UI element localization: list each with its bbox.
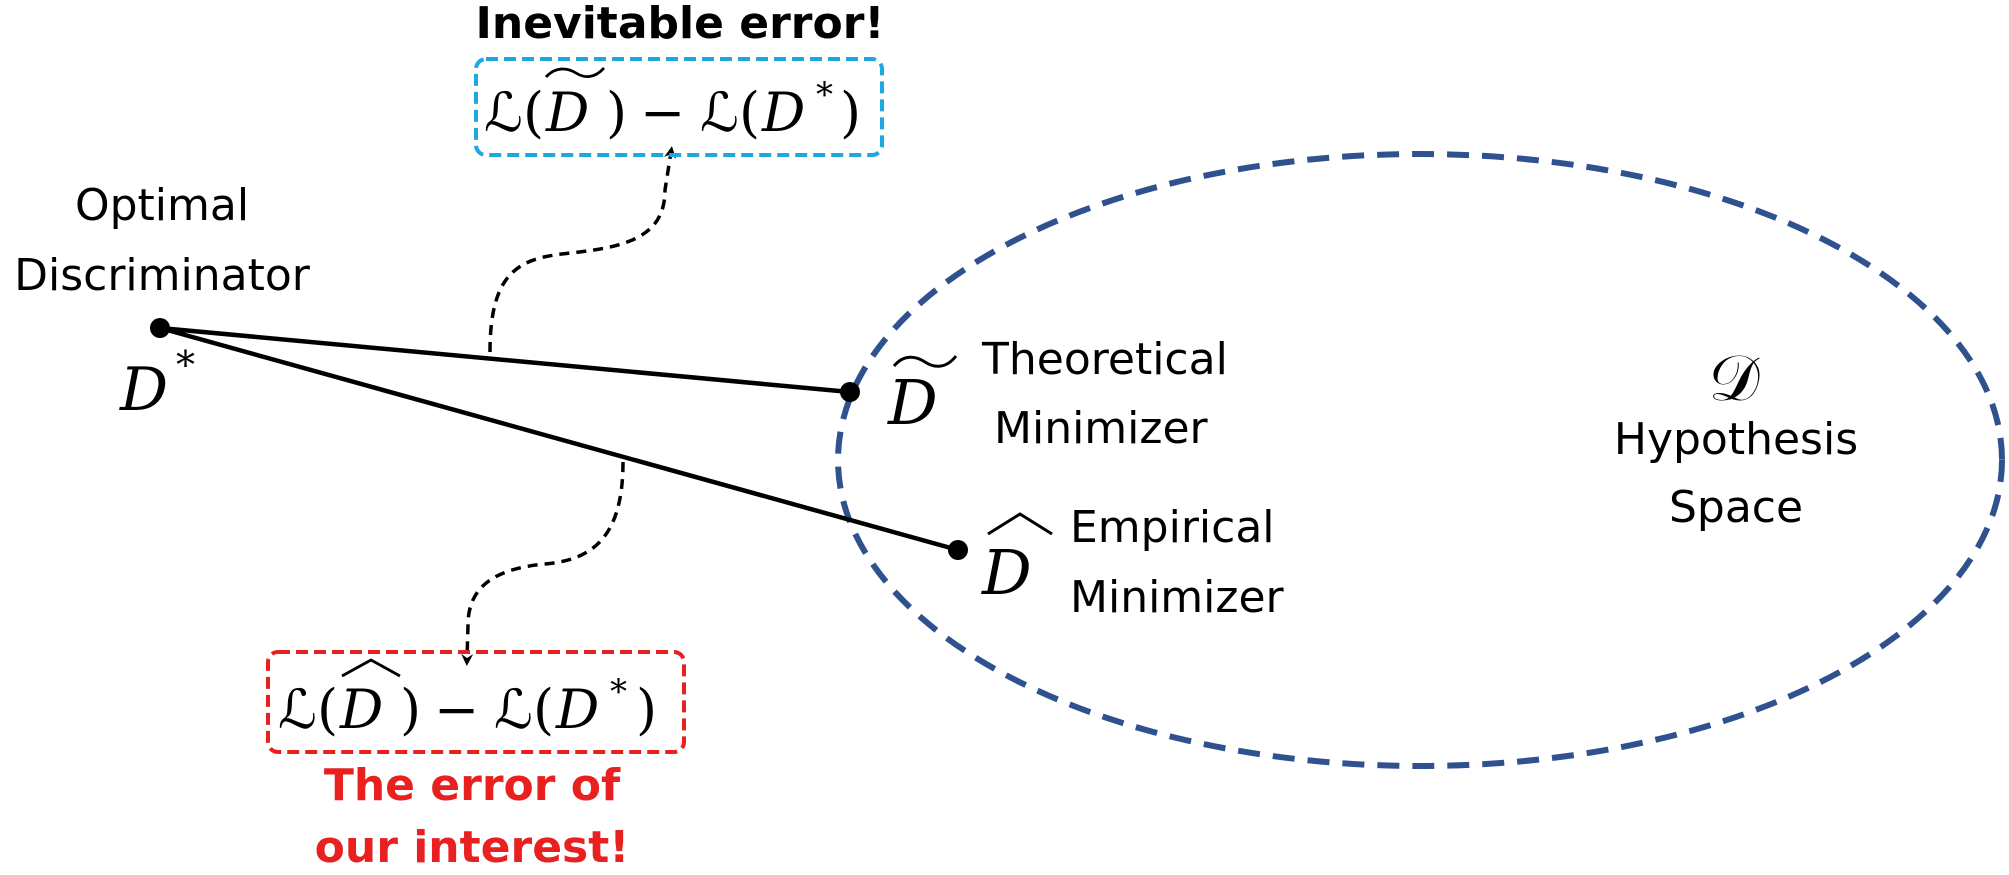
hypothesis-label-line1: Hypothesis [1614,414,1858,465]
theoretical-label-line1: Theoretical [981,334,1228,385]
hypothesis-symbol: 𝒟 [1708,342,1760,416]
hypothesis-space-ellipse [835,151,2005,769]
d-star-symbol: D [761,81,805,144]
paren-close: ) [400,678,421,741]
inevitable-error-formula: ℒ ( D ) − ℒ ( D * ) [484,67,861,144]
paren-close-2: ) [636,678,657,741]
empirical-label-line2: Minimizer [1070,572,1285,623]
paren-open-2: ( [533,678,554,741]
inevitable-error-heading: Inevitable error! [476,0,885,49]
tilde-accent [544,67,606,78]
optimal-star: * [176,343,195,387]
minus-sign: − [434,678,479,741]
paren-close: ) [606,81,627,144]
arrow-to-inevitable-error [488,146,676,353]
error-of-interest-box [266,650,686,754]
error-of-interest-caption-line1: The error of [324,760,621,811]
d-star-symbol: D [555,678,599,741]
optimal-label-line1: Optimal [75,180,249,231]
paren-open: ( [523,81,544,144]
theoretical-label-line2: Minimizer [994,403,1209,454]
empirical-label-line1: Empirical [1070,502,1275,553]
theoretical-tilde-accent [892,355,958,368]
theoretical-symbol: D [887,366,938,439]
empirical-hat-accent [987,512,1053,536]
empirical-symbol: D [981,536,1032,609]
star-superscript: * [816,75,833,115]
line-optimal-to-theoretical [159,325,851,395]
paren-close-2: ) [840,81,861,144]
paren-open: ( [317,678,338,741]
loss-symbol: ℒ [484,81,523,144]
optimal-label-line2: Discriminator [14,250,311,301]
optimal-point [150,318,170,338]
star-superscript: * [610,672,627,712]
hat-accent [341,658,401,678]
error-of-interest-formula: ℒ ( D ) − ℒ ( D * ) [278,658,657,741]
theoretical-point [840,382,860,402]
error-of-interest-caption-line2: our interest! [315,822,630,873]
loss-symbol: ℒ [278,678,317,741]
optimal-symbol: D [119,355,168,425]
inevitable-error-box [474,57,884,157]
d-hat-symbol: D [339,678,383,741]
minus-sign: − [640,81,685,144]
arrow-to-error-of-interest [461,461,625,666]
line-optimal-to-empirical [159,325,959,553]
loss-symbol-2: ℒ [700,81,739,144]
loss-symbol-2: ℒ [494,678,533,741]
empirical-point [948,540,968,560]
paren-open-2: ( [739,81,760,144]
hypothesis-label-line2: Space [1669,482,1803,533]
d-tilde-symbol: D [545,81,589,144]
